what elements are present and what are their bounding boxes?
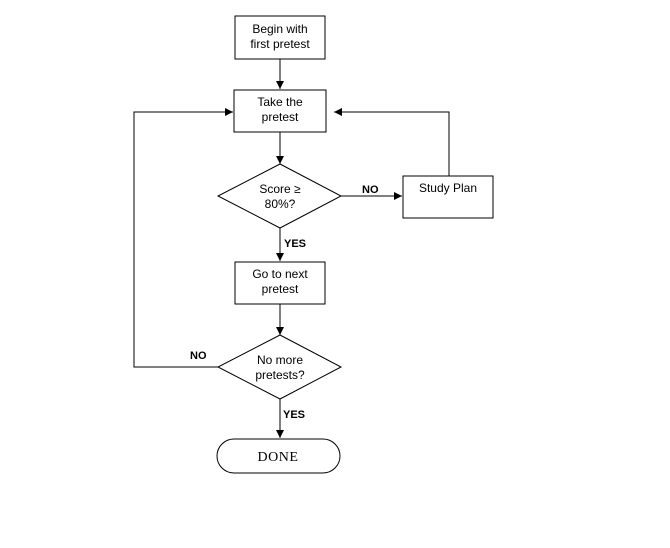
edge-more-no-to-take xyxy=(133,108,233,368)
score-label-line-2: 80%? xyxy=(265,197,296,211)
node-score-decision: Score ≥ 80%? xyxy=(216,163,343,229)
next-pretest-label-line-1: Go to next xyxy=(252,267,308,281)
edges xyxy=(133,59,450,438)
score-diamond xyxy=(216,163,343,229)
begin-box xyxy=(234,15,326,60)
edge-study-to-take xyxy=(334,108,450,176)
next-pretest-box xyxy=(234,261,326,305)
node-next-pretest: Go to next pretest xyxy=(234,261,326,305)
edge-label-score-no: NO xyxy=(362,184,379,196)
node-study-plan: Study Plan xyxy=(402,175,494,219)
edge-label-more-no: NO xyxy=(190,350,207,362)
study-plan-label: Study Plan xyxy=(419,181,477,195)
done-terminator xyxy=(216,438,341,474)
done-label: DONE xyxy=(258,450,299,465)
score-label-line-1: Score ≥ xyxy=(259,182,301,196)
edge-label-more-yes: YES xyxy=(283,409,305,421)
node-take-pretest: Take the pretest xyxy=(233,89,327,133)
begin-label-line-1: Begin with xyxy=(252,22,307,36)
node-more-decision: No more pretests? xyxy=(216,334,343,400)
more-diamond xyxy=(216,334,343,400)
take-pretest-box xyxy=(233,89,327,133)
begin-label-line-2: first pretest xyxy=(250,37,310,51)
node-done: DONE xyxy=(216,438,341,474)
take-pretest-label-line-2: pretest xyxy=(262,110,299,124)
edge-label-score-yes: YES xyxy=(284,238,306,250)
take-pretest-label-line-1: Take the xyxy=(257,95,303,109)
study-plan-box xyxy=(402,175,494,219)
node-begin: Begin with first pretest xyxy=(234,15,326,60)
next-pretest-label-line-2: pretest xyxy=(262,282,299,296)
more-label-line-1: No more xyxy=(257,353,303,367)
more-label-line-2: pretests? xyxy=(255,368,305,382)
